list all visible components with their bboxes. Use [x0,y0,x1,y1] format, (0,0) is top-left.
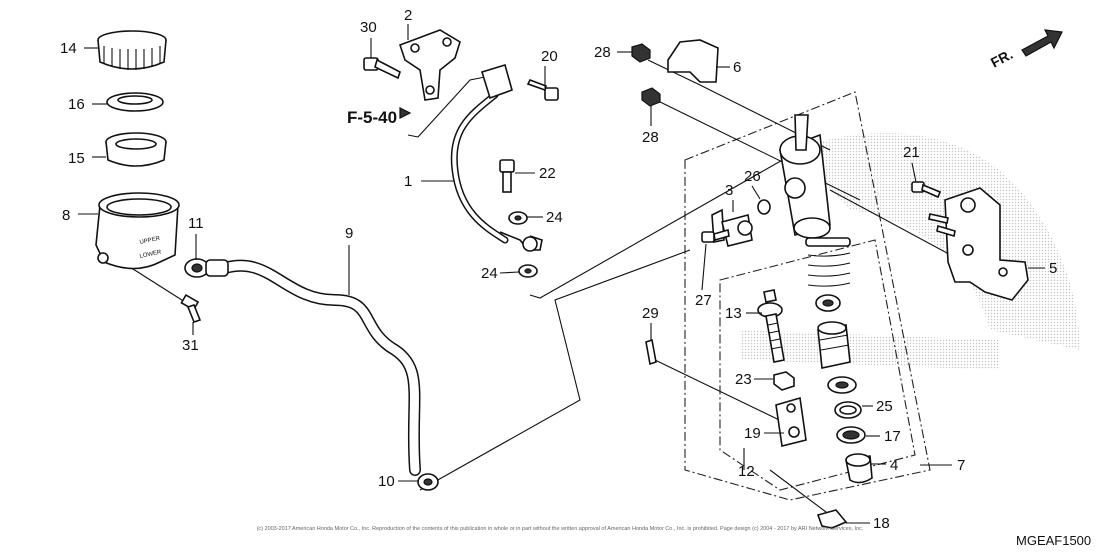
copyright-notice: (c) 2003-2017 American Honda Motor Co., … [257,526,864,532]
nut-28-upper [631,43,651,63]
callout-leaders [78,24,1045,524]
callout-6: 6 [733,59,741,76]
callout-4: 4 [890,457,898,474]
callout-23: 23 [735,371,752,388]
callout-24b: 24 [481,265,498,282]
leader-lines [100,49,961,516]
bolt-22 [499,159,515,193]
ring-17 [836,426,866,444]
push-rod-13 [757,289,785,363]
bolt-20 [526,78,559,101]
bracket-5 [944,187,1029,301]
cotter-pin-29 [645,338,657,366]
bolt-31 [180,293,202,323]
diaphragm-15 [105,132,167,167]
clevis-19 [775,396,807,447]
callout-30: 30 [360,19,377,36]
reservoir-upper-label: UPPER [139,236,161,246]
seal-cup [827,376,857,394]
callout-29: 29 [642,305,659,322]
diagram-code: MGEAF1500 [1016,533,1091,548]
clip-18 [816,509,848,529]
callout-19: 19 [744,425,761,442]
hose-clamp-11 [184,258,210,278]
reservoir-8: UPPER LOWER [95,192,180,270]
callout-11: 11 [188,215,204,232]
callout-24a: 24 [546,209,563,226]
bolt-21 [911,181,956,238]
callout-1: 1 [404,173,412,190]
callout-20: 20 [541,48,558,65]
callout-21: 21 [903,144,920,161]
callout-26: 26 [744,168,761,185]
guard-6 [667,39,719,83]
callout-18: 18 [873,515,890,532]
assembly-outline-7 [684,91,931,501]
callout-10: 10 [378,473,395,490]
master-cylinder-body [779,114,831,239]
reservoir-lower-label: LOWER [139,249,162,260]
reservoir-cap-14 [97,30,167,70]
boot-4 [845,453,873,484]
callout-8: 8 [62,207,70,224]
assembly-outline-12 [719,239,916,491]
washer-24-upper [508,211,528,225]
reference-callout: F-5-40 [347,107,412,127]
nut-23 [773,371,795,391]
callout-12: 12 [738,463,755,480]
stay-bracket-2 [398,29,461,101]
piston-cup [815,294,841,312]
reservoir-hose-9 [205,259,421,476]
callout-9: 9 [345,225,353,242]
callout-2: 2 [404,7,412,24]
callout-22: 22 [539,165,556,182]
o-ring-26 [757,199,771,215]
piston [817,321,851,369]
callout-14: 14 [60,40,77,57]
callout-28a: 28 [594,44,611,61]
brake-hose-1 [450,63,543,252]
callout-3: 3 [725,182,733,199]
callout-28b: 28 [642,129,659,146]
joint-3 [711,208,753,247]
reference-label: F-5-40 [347,108,397,127]
callout-16: 16 [68,96,85,113]
callout-27: 27 [695,292,712,309]
callout-25: 25 [876,398,893,415]
front-arrow-icon [1021,29,1063,57]
callout-31: 31 [182,337,199,354]
callout-15: 15 [68,150,85,167]
front-direction-indicator: FR. [988,29,1063,71]
spring [805,237,851,287]
front-direction-label: FR. [988,46,1015,71]
hose-clip-10 [417,473,439,491]
callout-13: 13 [725,305,742,322]
callout-17: 17 [884,428,901,445]
callout-7: 7 [957,457,965,474]
callout-5: 5 [1049,260,1057,277]
washer-24-lower [518,264,538,278]
nut-28-lower [641,87,661,107]
callout-numbers: 1 2 3 4 5 6 7 8 9 10 11 12 13 14 15 16 1… [60,7,1057,532]
bolt-30 [363,57,401,80]
circlip-25 [834,401,862,419]
diaphragm-plate-16 [106,92,164,112]
screw-27 [701,228,730,243]
